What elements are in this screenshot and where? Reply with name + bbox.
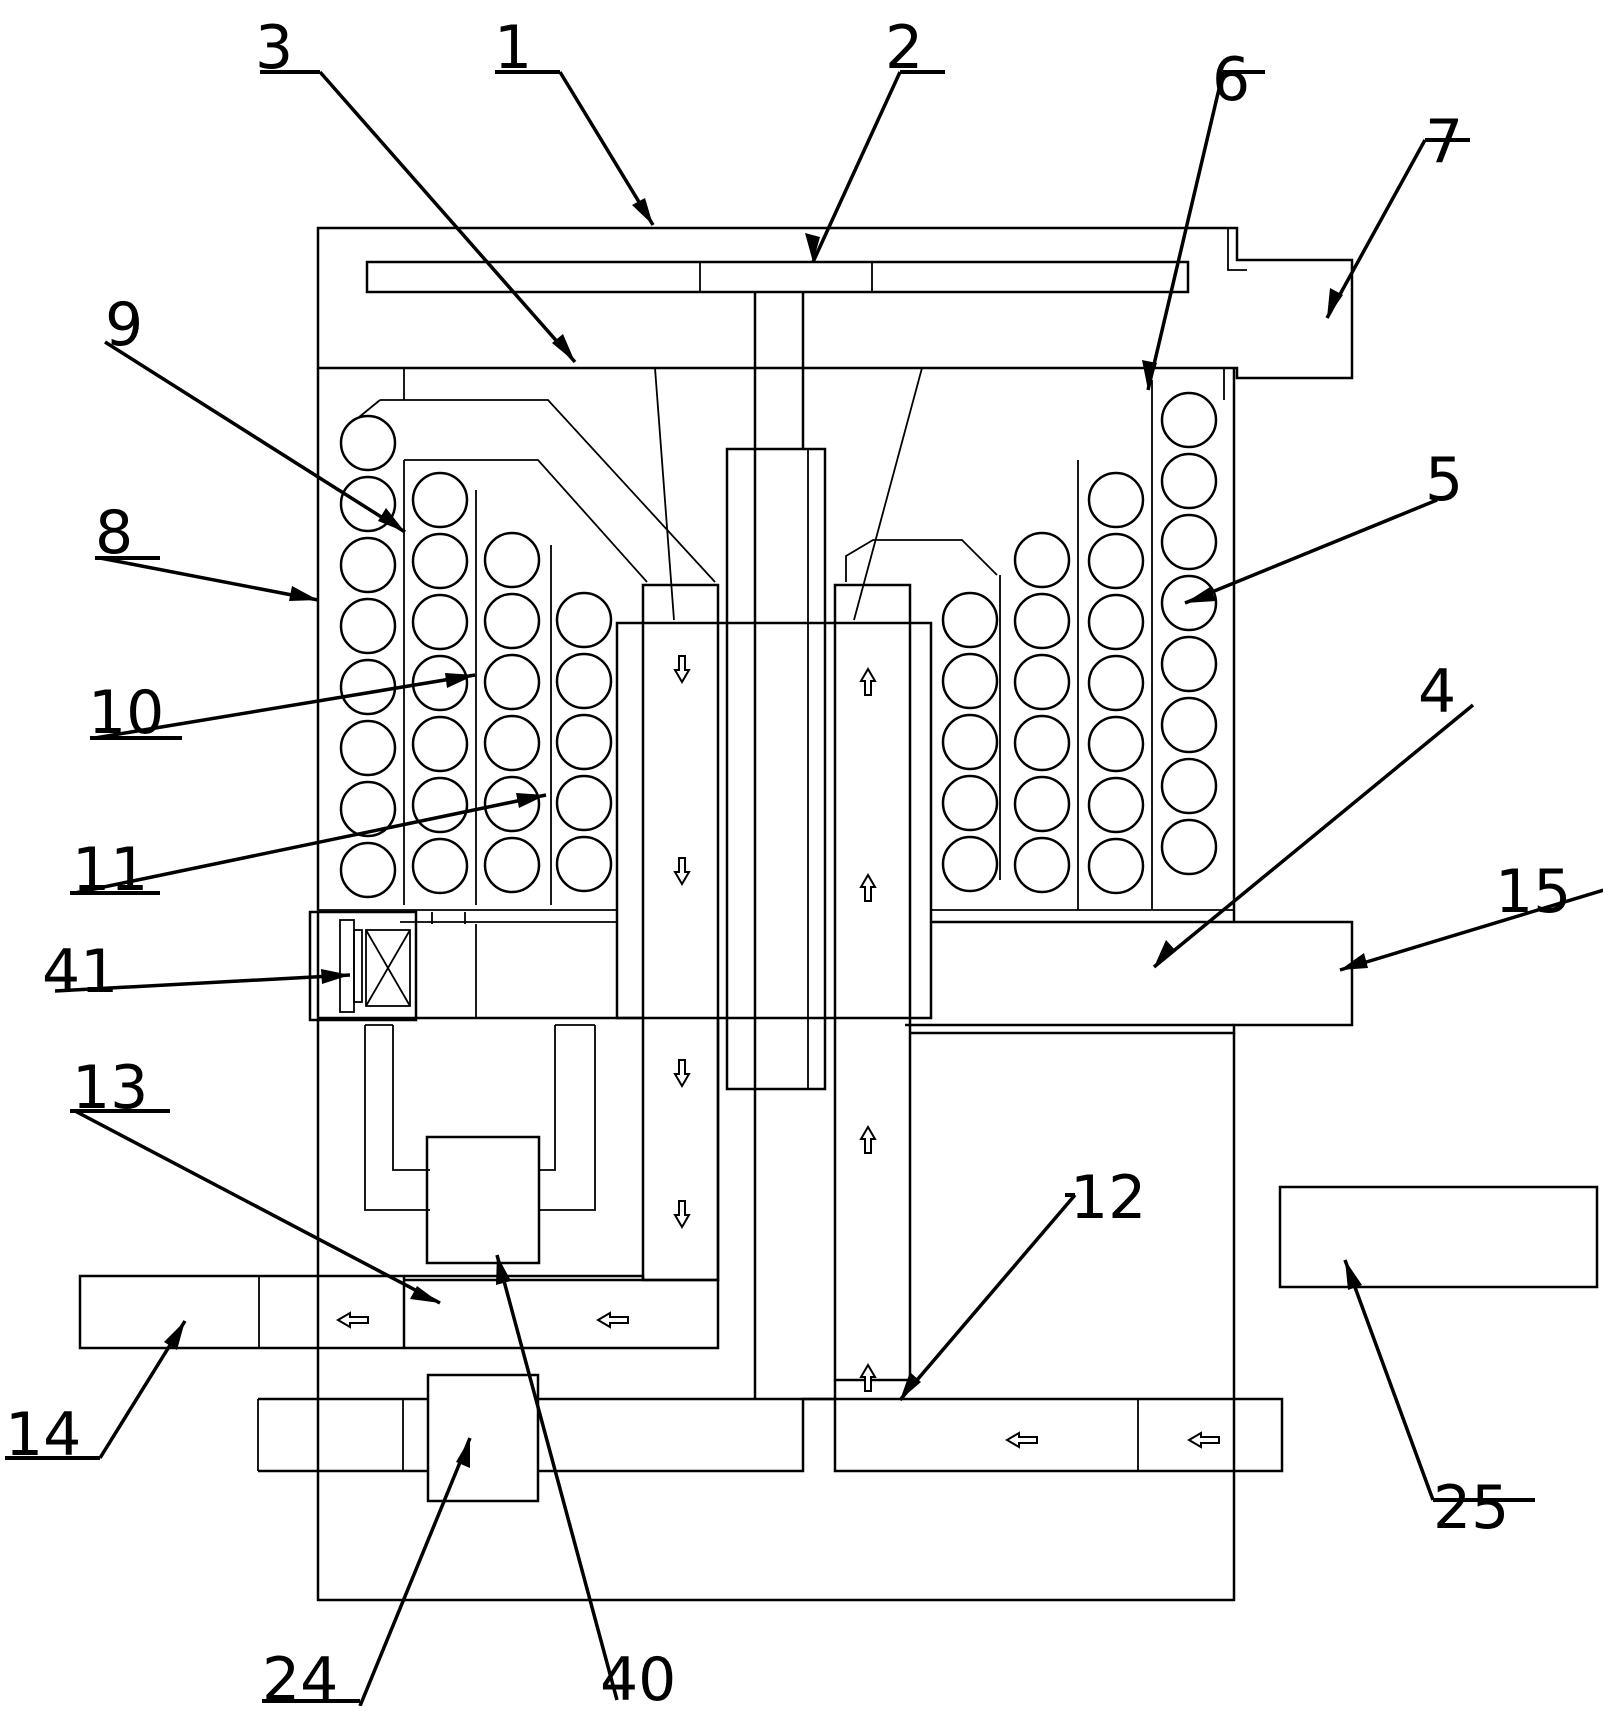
ball (555, 774, 613, 832)
ball (411, 654, 469, 712)
ball (411, 532, 469, 590)
ball (411, 837, 469, 895)
ball (1087, 471, 1145, 529)
ball (1087, 837, 1145, 895)
part-labels: 1 2 3 6 7 9 5 8 10 4 11 15 41 13 12 25 1… (5, 13, 1571, 1711)
ball (1160, 513, 1218, 571)
ball (1160, 696, 1218, 754)
ball (339, 597, 397, 655)
flow-arrow-down (673, 1059, 691, 1088)
ball (941, 713, 999, 771)
ball (339, 414, 397, 472)
label-24: 24 (262, 1645, 338, 1706)
ball (1013, 531, 1071, 589)
ball (339, 719, 397, 777)
label-8: 8 (95, 498, 133, 568)
ball (411, 715, 469, 773)
label-25: 25 (1433, 1473, 1509, 1543)
label-underlines (5, 70, 1535, 1703)
flow-arrow-left (1005, 1431, 1038, 1449)
label-15: 15 (1495, 857, 1571, 927)
flow-arrow-left (336, 1311, 369, 1329)
ball (1013, 836, 1071, 894)
ball (1160, 818, 1218, 876)
flow-arrow-up (859, 1125, 877, 1154)
stored-balls (339, 391, 1218, 899)
flow-arrow-down (673, 1200, 691, 1229)
flow-arrow-up (859, 873, 877, 902)
ball (483, 714, 541, 772)
ball (411, 776, 469, 834)
label-41: 41 (42, 937, 118, 1007)
label-10: 10 (88, 678, 164, 748)
ball (483, 531, 541, 589)
label-40: 40 (600, 1645, 676, 1706)
label-3: 3 (255, 13, 293, 83)
flow-arrows (336, 655, 1220, 1449)
ball (941, 774, 999, 832)
flow-arrow-down (673, 655, 691, 684)
ball (1160, 391, 1218, 449)
ball (483, 592, 541, 650)
ball (1013, 775, 1071, 833)
ball (555, 652, 613, 710)
label-5: 5 (1425, 445, 1463, 515)
ball (1160, 452, 1218, 510)
label-11: 11 (72, 835, 148, 905)
ball (1087, 532, 1145, 590)
ball (1087, 715, 1145, 773)
ball (941, 835, 999, 893)
label-9: 9 (105, 290, 143, 360)
ball (339, 536, 397, 594)
label-13: 13 (72, 1053, 148, 1123)
ball (1087, 593, 1145, 651)
housing-structure (78, 226, 1599, 1602)
label-6: 6 (1212, 45, 1250, 115)
label-4: 4 (1418, 657, 1456, 727)
ball (555, 835, 613, 893)
label-14: 14 (5, 1400, 81, 1470)
ball (1160, 757, 1218, 815)
label-1: 1 (494, 13, 532, 83)
ball (1013, 714, 1071, 772)
ball (555, 591, 613, 649)
flow-arrow-left (596, 1311, 629, 1329)
ball (339, 841, 397, 899)
flow-arrow-down (673, 857, 691, 886)
leader-lines (54, 70, 1603, 1707)
ball (555, 713, 613, 771)
label-2: 2 (885, 13, 923, 83)
ball (1087, 776, 1145, 834)
ball (483, 653, 541, 711)
label-7: 7 (1425, 107, 1463, 177)
ball (1013, 653, 1071, 711)
flow-arrow-left (1187, 1431, 1220, 1449)
flow-arrow-up (859, 1363, 877, 1392)
ball (941, 652, 999, 710)
ball (1160, 635, 1218, 693)
ball (411, 471, 469, 529)
ball (339, 658, 397, 716)
label-12: 12 (1070, 1163, 1146, 1233)
ball (1087, 654, 1145, 712)
ball (941, 591, 999, 649)
ball (483, 775, 541, 833)
ball (483, 836, 541, 894)
ball (411, 593, 469, 651)
ball (339, 780, 397, 838)
flow-arrow-up (859, 667, 877, 696)
ball (1013, 592, 1071, 650)
